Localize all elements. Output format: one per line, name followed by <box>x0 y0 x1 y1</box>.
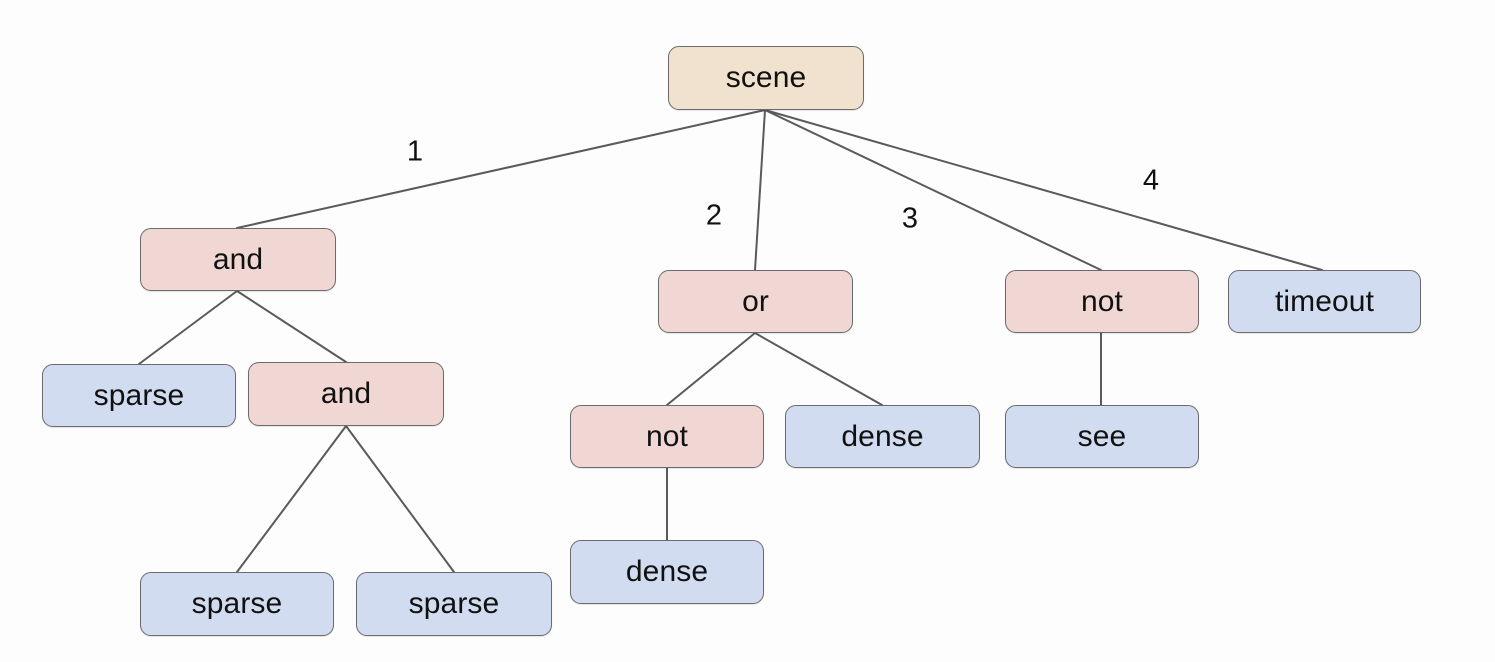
tree-node-label: and <box>320 377 372 410</box>
tree-node-label: sparse <box>93 378 185 412</box>
tree-node-label: and <box>212 242 264 276</box>
tree-edge-and1-to-and2 <box>236 290 347 363</box>
tree-edge-scene-to-timeout1 <box>764 109 1323 271</box>
edge-label-1: 1 <box>406 135 424 168</box>
tree-edge-and1-to-sparse1 <box>138 290 238 365</box>
tree-node-sparse3[interactable]: sparse <box>356 572 552 636</box>
tree-node-label: scene <box>725 61 807 94</box>
tree-node-timeout1[interactable]: timeout <box>1228 270 1421 333</box>
tree-edge-scene-to-and1 <box>236 109 766 229</box>
tree-node-label: not <box>645 419 688 453</box>
tree-edge-scene-to-or1 <box>754 109 766 271</box>
tree-node-not2[interactable]: not <box>570 405 764 468</box>
tree-node-label: dense <box>625 555 709 588</box>
tree-edge-and2-to-sparse3 <box>345 425 455 573</box>
tree-node-see1[interactable]: see <box>1005 405 1199 468</box>
tree-node-label: or <box>742 284 769 318</box>
tree-edge-or1-to-dense1 <box>754 332 883 406</box>
tree-node-label: dense <box>841 419 924 453</box>
tree-node-label: see <box>1077 419 1127 453</box>
tree-node-dense1[interactable]: dense <box>785 405 980 468</box>
tree-node-scene[interactable]: scene <box>668 46 864 110</box>
tree-node-sparse2[interactable]: sparse <box>140 572 334 636</box>
tree-node-sparse1[interactable]: sparse <box>42 364 236 427</box>
tree-edge-or1-to-not2 <box>666 332 756 406</box>
edge-label-3: 3 <box>901 202 919 235</box>
edge-label-2: 2 <box>705 199 723 232</box>
tree-node-and1[interactable]: and <box>140 228 336 291</box>
tree-edge-and2-to-sparse2 <box>236 425 347 573</box>
tree-node-label: timeout <box>1274 284 1375 318</box>
tree-node-dense2[interactable]: dense <box>570 540 764 604</box>
tree-node-not1[interactable]: not <box>1005 270 1199 333</box>
tree-edge-scene-to-not1 <box>764 109 1102 271</box>
tree-node-label: sparse <box>408 587 500 620</box>
edge-label-4: 4 <box>1142 164 1160 197</box>
tree-node-label: not <box>1080 284 1123 318</box>
tree-node-or1[interactable]: or <box>658 270 853 333</box>
tree-node-label: sparse <box>191 587 283 620</box>
tree-node-and2[interactable]: and <box>248 362 444 426</box>
